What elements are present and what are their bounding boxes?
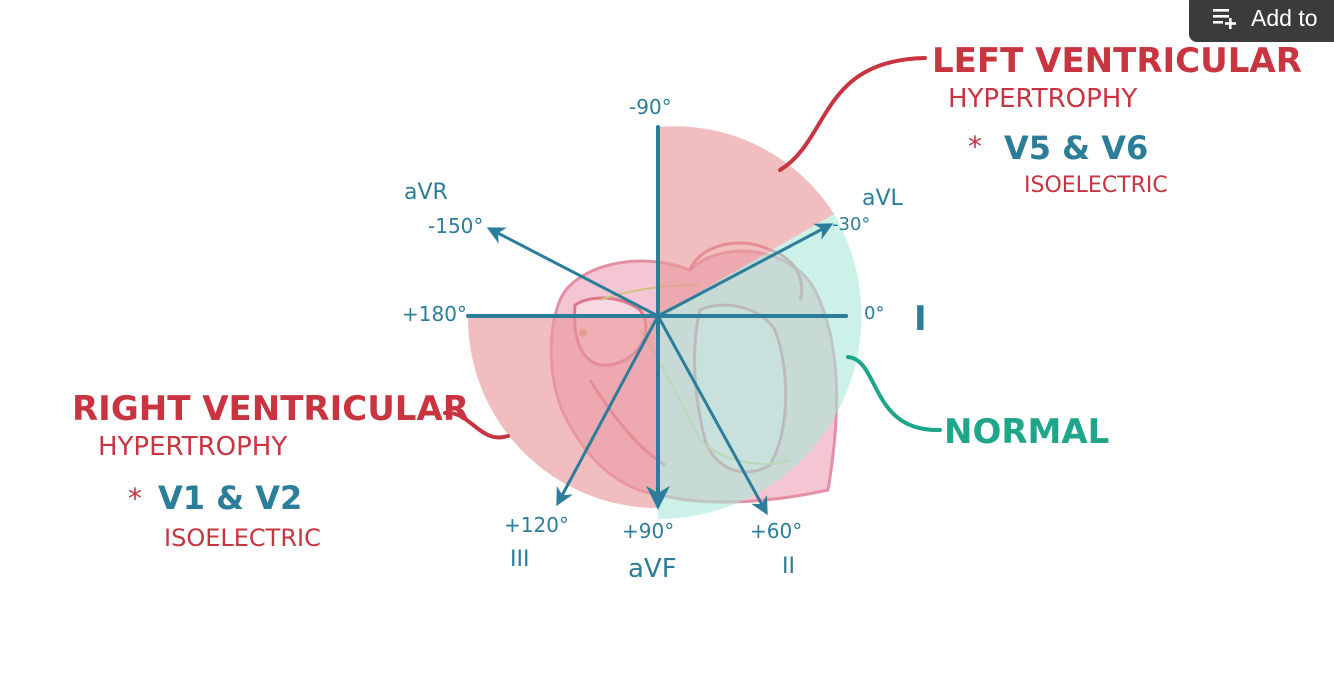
- rvh-leads: V1 & V2: [158, 479, 302, 517]
- rvh-isoelectric: ISOELECTRIC: [164, 524, 321, 552]
- label-plus-180-degrees: +180°: [402, 302, 467, 326]
- rvh-callout-line: [443, 410, 510, 440]
- label-lead-i: I: [914, 299, 927, 339]
- lvh-callout-line: [778, 56, 927, 172]
- label-lead-ii: II: [782, 554, 795, 579]
- label-neg-90-degrees: -90°: [629, 95, 672, 119]
- normal-callout-line: [846, 355, 942, 433]
- lvh-asterisk: *: [968, 130, 982, 163]
- axis-lead-avl: [656, 223, 834, 318]
- rvh-asterisk: *: [128, 482, 142, 515]
- lvh-annotation: LEFT VENTRICULAR HYPERTROPHY * V5 & V6 I…: [932, 41, 1302, 198]
- rvh-title-line1: RIGHT VENTRICULAR: [72, 389, 469, 429]
- playlist-add-icon: [1213, 7, 1239, 29]
- axis-lead-iii: [556, 314, 660, 507]
- label-avl: aVL: [862, 186, 904, 211]
- lvh-region: [658, 126, 834, 316]
- label-lead-iii: III: [510, 547, 529, 572]
- add-to-playlist-button[interactable]: Add to: [1189, 0, 1334, 42]
- rvh-region: [467, 316, 658, 509]
- axis-lead-ii: [656, 314, 768, 516]
- label-zero-degrees: 0°: [864, 303, 884, 324]
- lvh-isoelectric: ISOELECTRIC: [1024, 173, 1168, 198]
- label-neg-30-degrees: -30°: [832, 214, 870, 235]
- lvh-leads: V5 & V6: [1004, 129, 1148, 167]
- lvh-title-line2: HYPERTROPHY: [948, 84, 1137, 114]
- axis-lead-avr: [486, 227, 660, 318]
- normal-label: NORMAL: [944, 412, 1109, 452]
- lvh-title-line1: LEFT VENTRICULAR: [932, 41, 1302, 81]
- label-avf: aVF: [628, 554, 677, 584]
- rvh-title-line2: HYPERTROPHY: [98, 432, 287, 462]
- add-to-label: Add to: [1251, 4, 1318, 31]
- axis-lines: [466, 125, 848, 516]
- label-avr: aVR: [404, 180, 448, 205]
- rvh-annotation: RIGHT VENTRICULAR HYPERTROPHY * V1 & V2 …: [72, 389, 469, 552]
- label-plus-90-degrees: +90°: [622, 519, 674, 543]
- label-plus-120-degrees: +120°: [504, 513, 569, 537]
- label-neg-150-degrees: -150°: [428, 214, 483, 238]
- label-plus-60-degrees: +60°: [750, 519, 802, 543]
